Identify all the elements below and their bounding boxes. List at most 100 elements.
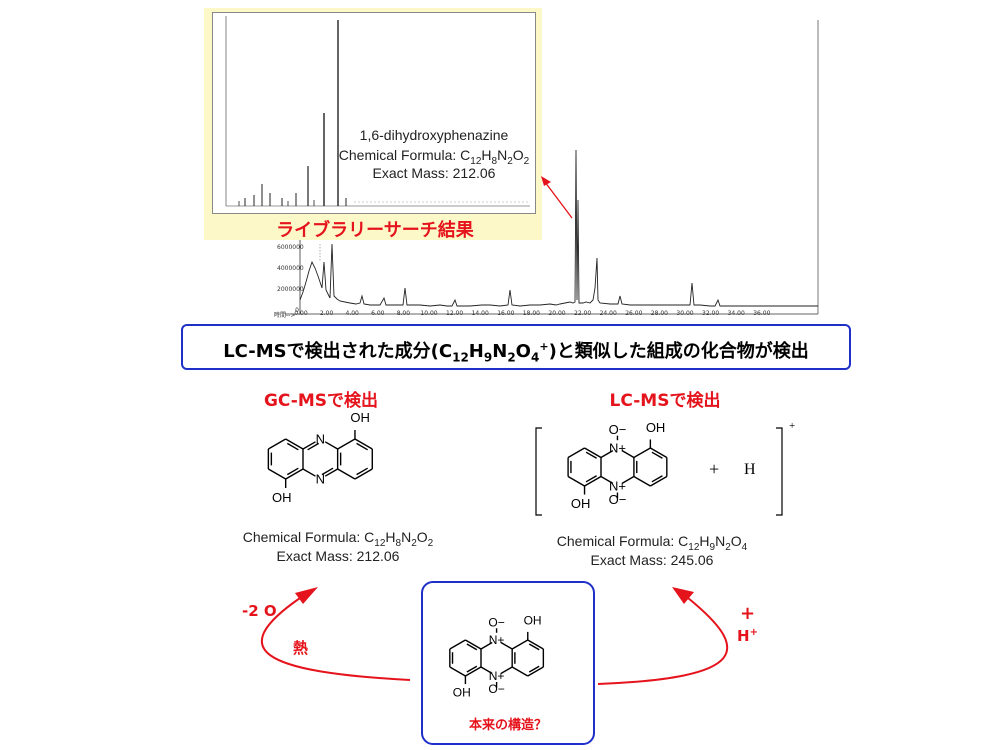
- bond: [511, 666, 529, 677]
- x-tick: 26.00: [625, 310, 643, 317]
- gc-title: GC-MSで検出: [263, 391, 379, 411]
- bond: [302, 468, 316, 477]
- bond: [650, 475, 668, 487]
- arrow-to-lc: [597, 597, 729, 685]
- arrow-to-gc: [260, 597, 411, 681]
- bond: [600, 450, 614, 459]
- library-spectrum-frame: [212, 12, 536, 214]
- x-tick: 22.00: [574, 310, 592, 317]
- formula-element: H: [481, 147, 492, 163]
- bond: [337, 438, 356, 450]
- double-bond: [321, 467, 334, 476]
- hydroxyl-group: OH: [272, 490, 292, 505]
- bond: [584, 475, 602, 487]
- proton-charge: +: [749, 627, 758, 638]
- banner-charge: +: [539, 340, 549, 353]
- formula-element: O: [416, 529, 428, 545]
- bond: [621, 475, 635, 484]
- lc-hydrogen: H: [744, 461, 756, 478]
- bond: [633, 475, 651, 487]
- bond: [480, 666, 493, 675]
- bond: [354, 438, 373, 450]
- library-exact-mass: Exact Mass: 212.06: [372, 165, 496, 181]
- x-tick: 24.00: [599, 310, 617, 317]
- oxide-oxygen: O−: [488, 616, 504, 630]
- formula-label: Chemical Formula:: [556, 533, 679, 549]
- formula-element: O: [512, 147, 524, 163]
- proton-base: H: [737, 627, 750, 645]
- x-tick: 10.00: [420, 310, 438, 317]
- bond: [354, 468, 373, 480]
- double-bond: [286, 467, 299, 476]
- banner-element: H: [468, 341, 484, 362]
- bond: [268, 438, 287, 450]
- bond: [500, 641, 513, 650]
- formula-count: 2: [411, 537, 417, 549]
- formula-count: 12: [374, 537, 386, 549]
- double-bond: [585, 451, 597, 459]
- formula-label: Chemical Formula:: [338, 147, 461, 163]
- double-bond: [528, 665, 540, 673]
- bond: [500, 666, 513, 675]
- bond: [527, 639, 544, 650]
- formula-count: 2: [725, 541, 731, 553]
- x-tick: 4.00: [345, 310, 359, 317]
- formula-count: 9: [709, 541, 716, 553]
- lc-exact-mass: Exact Mass: 245.06: [590, 552, 714, 568]
- bond: [302, 441, 316, 450]
- hydroxyl-group: OH: [646, 420, 666, 435]
- nitrogen-atom: N+: [609, 479, 626, 494]
- y-tick: 4000000: [277, 265, 304, 272]
- bond: [324, 441, 338, 450]
- double-bond: [286, 442, 299, 451]
- bond: [449, 666, 466, 677]
- library-search-caption: ライブラリーサーチ結果: [276, 220, 474, 241]
- double-bond: [528, 643, 540, 651]
- library-mass-spectrum: [225, 16, 530, 207]
- double-bond: [307, 442, 320, 451]
- formula-count: 12: [470, 155, 482, 167]
- arrow-label-minus-2o: -2 O: [242, 602, 277, 620]
- library-compound-name: 1,6-dihydroxyphenazine: [359, 127, 509, 143]
- formula-count: 2: [427, 537, 434, 549]
- bond: [480, 641, 493, 650]
- x-tick: 34.00: [727, 310, 745, 317]
- double-bond: [356, 467, 369, 476]
- arrow-label-plus: +: [740, 603, 756, 624]
- nitrogen-atom: N+: [489, 669, 505, 683]
- formula-element: H: [699, 533, 710, 549]
- formula-label: Chemical Formula:: [242, 529, 365, 545]
- formula-element: C: [460, 147, 471, 163]
- x-tick: 6.00: [371, 310, 385, 317]
- lc-formula: Chemical Formula: C12H9N2O4: [532, 532, 772, 557]
- formula-count: 12: [688, 541, 700, 553]
- banner-count: 9: [483, 350, 493, 365]
- nitrogen-atom: N+: [489, 633, 505, 647]
- hydroxyl-group: OH: [571, 496, 591, 511]
- banner-count: 12: [452, 350, 469, 365]
- double-bond: [466, 643, 478, 651]
- bond: [465, 666, 482, 677]
- original-structure-caption: 本来の構造？: [468, 718, 547, 733]
- formula-count: 4: [741, 541, 748, 553]
- formula-count: 8: [395, 537, 402, 549]
- gc-exact-mass: Exact Mass: 212.06: [276, 548, 400, 564]
- x-tick: 18.00: [522, 310, 540, 317]
- banner-count: 4: [530, 350, 540, 365]
- bond: [621, 450, 635, 459]
- x-axis-prefix: 時間-->: [274, 312, 296, 319]
- bond: [285, 438, 304, 450]
- bond: [324, 468, 338, 477]
- formula-count: 2: [523, 155, 530, 167]
- formula-element: N: [715, 533, 726, 549]
- formula-element: N: [497, 147, 508, 163]
- oxide-oxygen: O−: [609, 492, 627, 507]
- library-formula: Chemical Formula: C12H8N2O2: [334, 146, 534, 171]
- bond: [584, 447, 602, 459]
- x-tick: 2.00: [319, 310, 334, 317]
